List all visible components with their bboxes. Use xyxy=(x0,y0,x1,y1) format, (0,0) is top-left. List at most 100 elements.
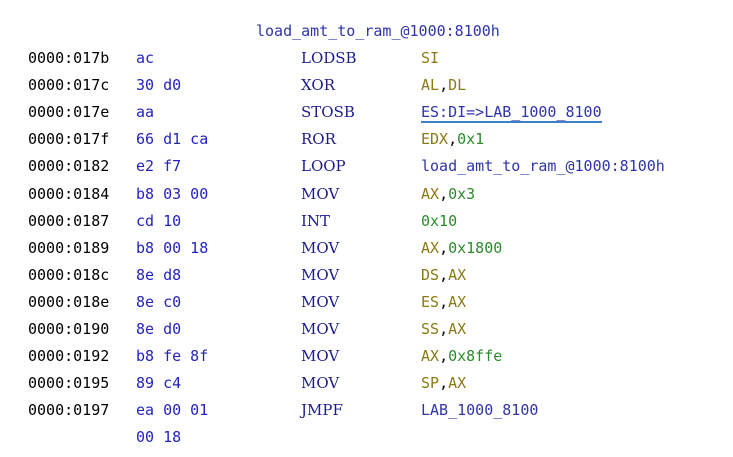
instruction-row[interactable]: 0000:017b ac LODSB SI xyxy=(0,47,733,69)
instruction-row[interactable]: 0000:0187 cd 10 INT 0x10 xyxy=(0,210,733,232)
instruction-bytes: 66 d1 ca xyxy=(136,130,209,148)
operand-separator: , xyxy=(439,266,449,284)
instruction-mnemonic[interactable]: XOR xyxy=(301,76,336,94)
instruction-bytes: 00 18 xyxy=(136,428,182,446)
instruction-bytes: ac xyxy=(136,49,155,67)
instruction-operands: SP,AX xyxy=(421,372,466,394)
instruction-operands: SS,AX xyxy=(421,318,466,340)
instruction-operands: AX,0x3 xyxy=(421,183,475,205)
function-label[interactable]: load_amt_to_ram_@1000:8100h xyxy=(256,22,500,40)
instruction-row[interactable]: 0000:0189 b8 00 18 MOV AX,0x1800 xyxy=(0,237,733,259)
instruction-row[interactable]: 0000:017f 66 d1 ca ROR EDX,0x1 xyxy=(0,128,733,150)
instruction-operands: load_amt_to_ram_@1000:8100h xyxy=(421,155,665,177)
instruction-bytes: b8 00 18 xyxy=(136,239,209,257)
operand-label-link[interactable]: LAB_1000_8100 xyxy=(421,401,539,419)
instruction-address[interactable]: 0000:0197 xyxy=(28,401,110,419)
operand-number[interactable]: 0x10 xyxy=(421,212,458,230)
instruction-bytes: 89 c4 xyxy=(136,374,182,392)
instruction-operands: AL,DL xyxy=(421,74,466,96)
instruction-operands: DS,AX xyxy=(421,264,466,286)
operand-register[interactable]: AX xyxy=(421,185,440,203)
operand-separator: , xyxy=(439,347,449,365)
instruction-row[interactable]: 0000:0197 ea 00 01 JMPF LAB_1000_8100 xyxy=(0,399,733,421)
instruction-operands: AX,0x1800 xyxy=(421,237,502,259)
operand-number[interactable]: 0x3 xyxy=(448,185,476,203)
instruction-address[interactable]: 0000:017e xyxy=(28,103,110,121)
operand-xref-link[interactable]: ES:DI=>LAB_1000_8100 xyxy=(421,103,602,123)
instruction-address[interactable]: 0000:0187 xyxy=(28,212,110,230)
operand-register[interactable]: DL xyxy=(448,76,467,94)
operand-label-link[interactable]: load_amt_to_ram_@1000:8100h xyxy=(421,157,665,175)
instruction-address[interactable]: 0000:018c xyxy=(28,266,110,284)
instruction-address[interactable]: 0000:0184 xyxy=(28,185,110,203)
instruction-row[interactable]: 0000:018e 8e c0 MOV ES,AX xyxy=(0,291,733,313)
operand-register[interactable]: SS xyxy=(421,320,440,338)
operand-register[interactable]: SP xyxy=(421,374,440,392)
operand-register[interactable]: AX xyxy=(421,347,440,365)
instruction-bytes: b8 fe 8f xyxy=(136,347,209,365)
instruction-bytes: cd 10 xyxy=(136,212,182,230)
operand-register[interactable]: AX xyxy=(448,293,467,311)
operand-separator: , xyxy=(439,239,449,257)
instruction-mnemonic[interactable]: LODSB xyxy=(301,49,357,67)
instruction-bytes: 8e c0 xyxy=(136,293,182,311)
instruction-bytes: aa xyxy=(136,103,155,121)
instruction-operands: SI xyxy=(421,47,439,69)
instruction-mnemonic[interactable]: MOV xyxy=(301,347,340,365)
instruction-mnemonic[interactable]: LOOP xyxy=(301,157,346,175)
instruction-mnemonic[interactable]: MOV xyxy=(301,374,340,392)
instruction-row[interactable]: 0000:0182 e2 f7 LOOP load_amt_to_ram_@1000:… xyxy=(0,155,733,177)
operand-register[interactable]: ES xyxy=(421,293,440,311)
operand-register[interactable]: AL xyxy=(421,76,440,94)
instruction-mnemonic[interactable]: STOSB xyxy=(301,103,355,121)
instruction-mnemonic[interactable]: MOV xyxy=(301,320,340,338)
instruction-address[interactable]: 0000:0182 xyxy=(28,157,110,175)
operand-number[interactable]: 0x1 xyxy=(457,130,485,148)
operand-separator: , xyxy=(439,185,449,203)
instruction-address[interactable]: 0000:017f xyxy=(28,130,110,148)
instruction-operands: EDX,0x1 xyxy=(421,128,484,150)
instruction-row[interactable]: 0000:017c 30 d0 XOR AL,DL xyxy=(0,74,733,96)
instruction-row[interactable]: 00 18 xyxy=(0,426,733,448)
instruction-mnemonic[interactable]: MOV xyxy=(301,185,340,203)
instruction-address[interactable]: 0000:017b xyxy=(28,49,110,67)
operand-number[interactable]: 0x1800 xyxy=(448,239,503,257)
instruction-row[interactable]: 0000:0192 b8 fe 8f MOV AX,0x8ffe xyxy=(0,345,733,367)
instruction-address[interactable]: 0000:0192 xyxy=(28,347,110,365)
instruction-mnemonic[interactable]: MOV xyxy=(301,266,340,284)
operand-register[interactable]: AX xyxy=(421,239,440,257)
operand-register[interactable]: SI xyxy=(421,49,440,67)
operand-register[interactable]: EDX xyxy=(421,130,449,148)
instruction-mnemonic[interactable]: ROR xyxy=(301,130,336,148)
instruction-operands: ES,AX xyxy=(421,291,466,313)
instruction-address[interactable]: 0000:0195 xyxy=(28,374,110,392)
operand-number[interactable]: 0x8ffe xyxy=(448,347,503,365)
instruction-mnemonic[interactable]: INT xyxy=(301,212,331,230)
operand-separator: , xyxy=(448,130,458,148)
operand-register[interactable]: DS xyxy=(421,266,440,284)
instruction-operands: ES:DI=>LAB_1000_8100 xyxy=(421,101,602,123)
instruction-address[interactable]: 0000:0190 xyxy=(28,320,110,338)
instruction-address[interactable]: 0000:017c xyxy=(28,76,110,94)
instruction-address[interactable]: 0000:0189 xyxy=(28,239,110,257)
instruction-bytes: ea 00 01 xyxy=(136,401,209,419)
instruction-mnemonic[interactable]: JMPF xyxy=(301,401,343,419)
instruction-address[interactable]: 0000:018e xyxy=(28,293,110,311)
operand-register[interactable]: AX xyxy=(448,266,467,284)
instruction-bytes: b8 03 00 xyxy=(136,185,209,203)
instruction-row[interactable]: 0000:0190 8e d0 MOV SS,AX xyxy=(0,318,733,340)
instruction-bytes: e2 f7 xyxy=(136,157,182,175)
operand-separator: , xyxy=(439,76,449,94)
instruction-row[interactable]: 0000:0195 89 c4 MOV SP,AX xyxy=(0,372,733,394)
instruction-mnemonic[interactable]: MOV xyxy=(301,293,340,311)
operand-register[interactable]: AX xyxy=(448,374,467,392)
instruction-bytes: 30 d0 xyxy=(136,76,182,94)
instruction-bytes: 8e d0 xyxy=(136,320,182,338)
instruction-row[interactable]: 0000:017e aa STOSB ES:DI=>LAB_1000_8100 xyxy=(0,101,733,123)
operand-separator: , xyxy=(439,293,449,311)
instruction-mnemonic[interactable]: MOV xyxy=(301,239,340,257)
operand-register[interactable]: AX xyxy=(448,320,467,338)
instruction-row[interactable]: 0000:0184 b8 03 00 MOV AX,0x3 xyxy=(0,183,733,205)
